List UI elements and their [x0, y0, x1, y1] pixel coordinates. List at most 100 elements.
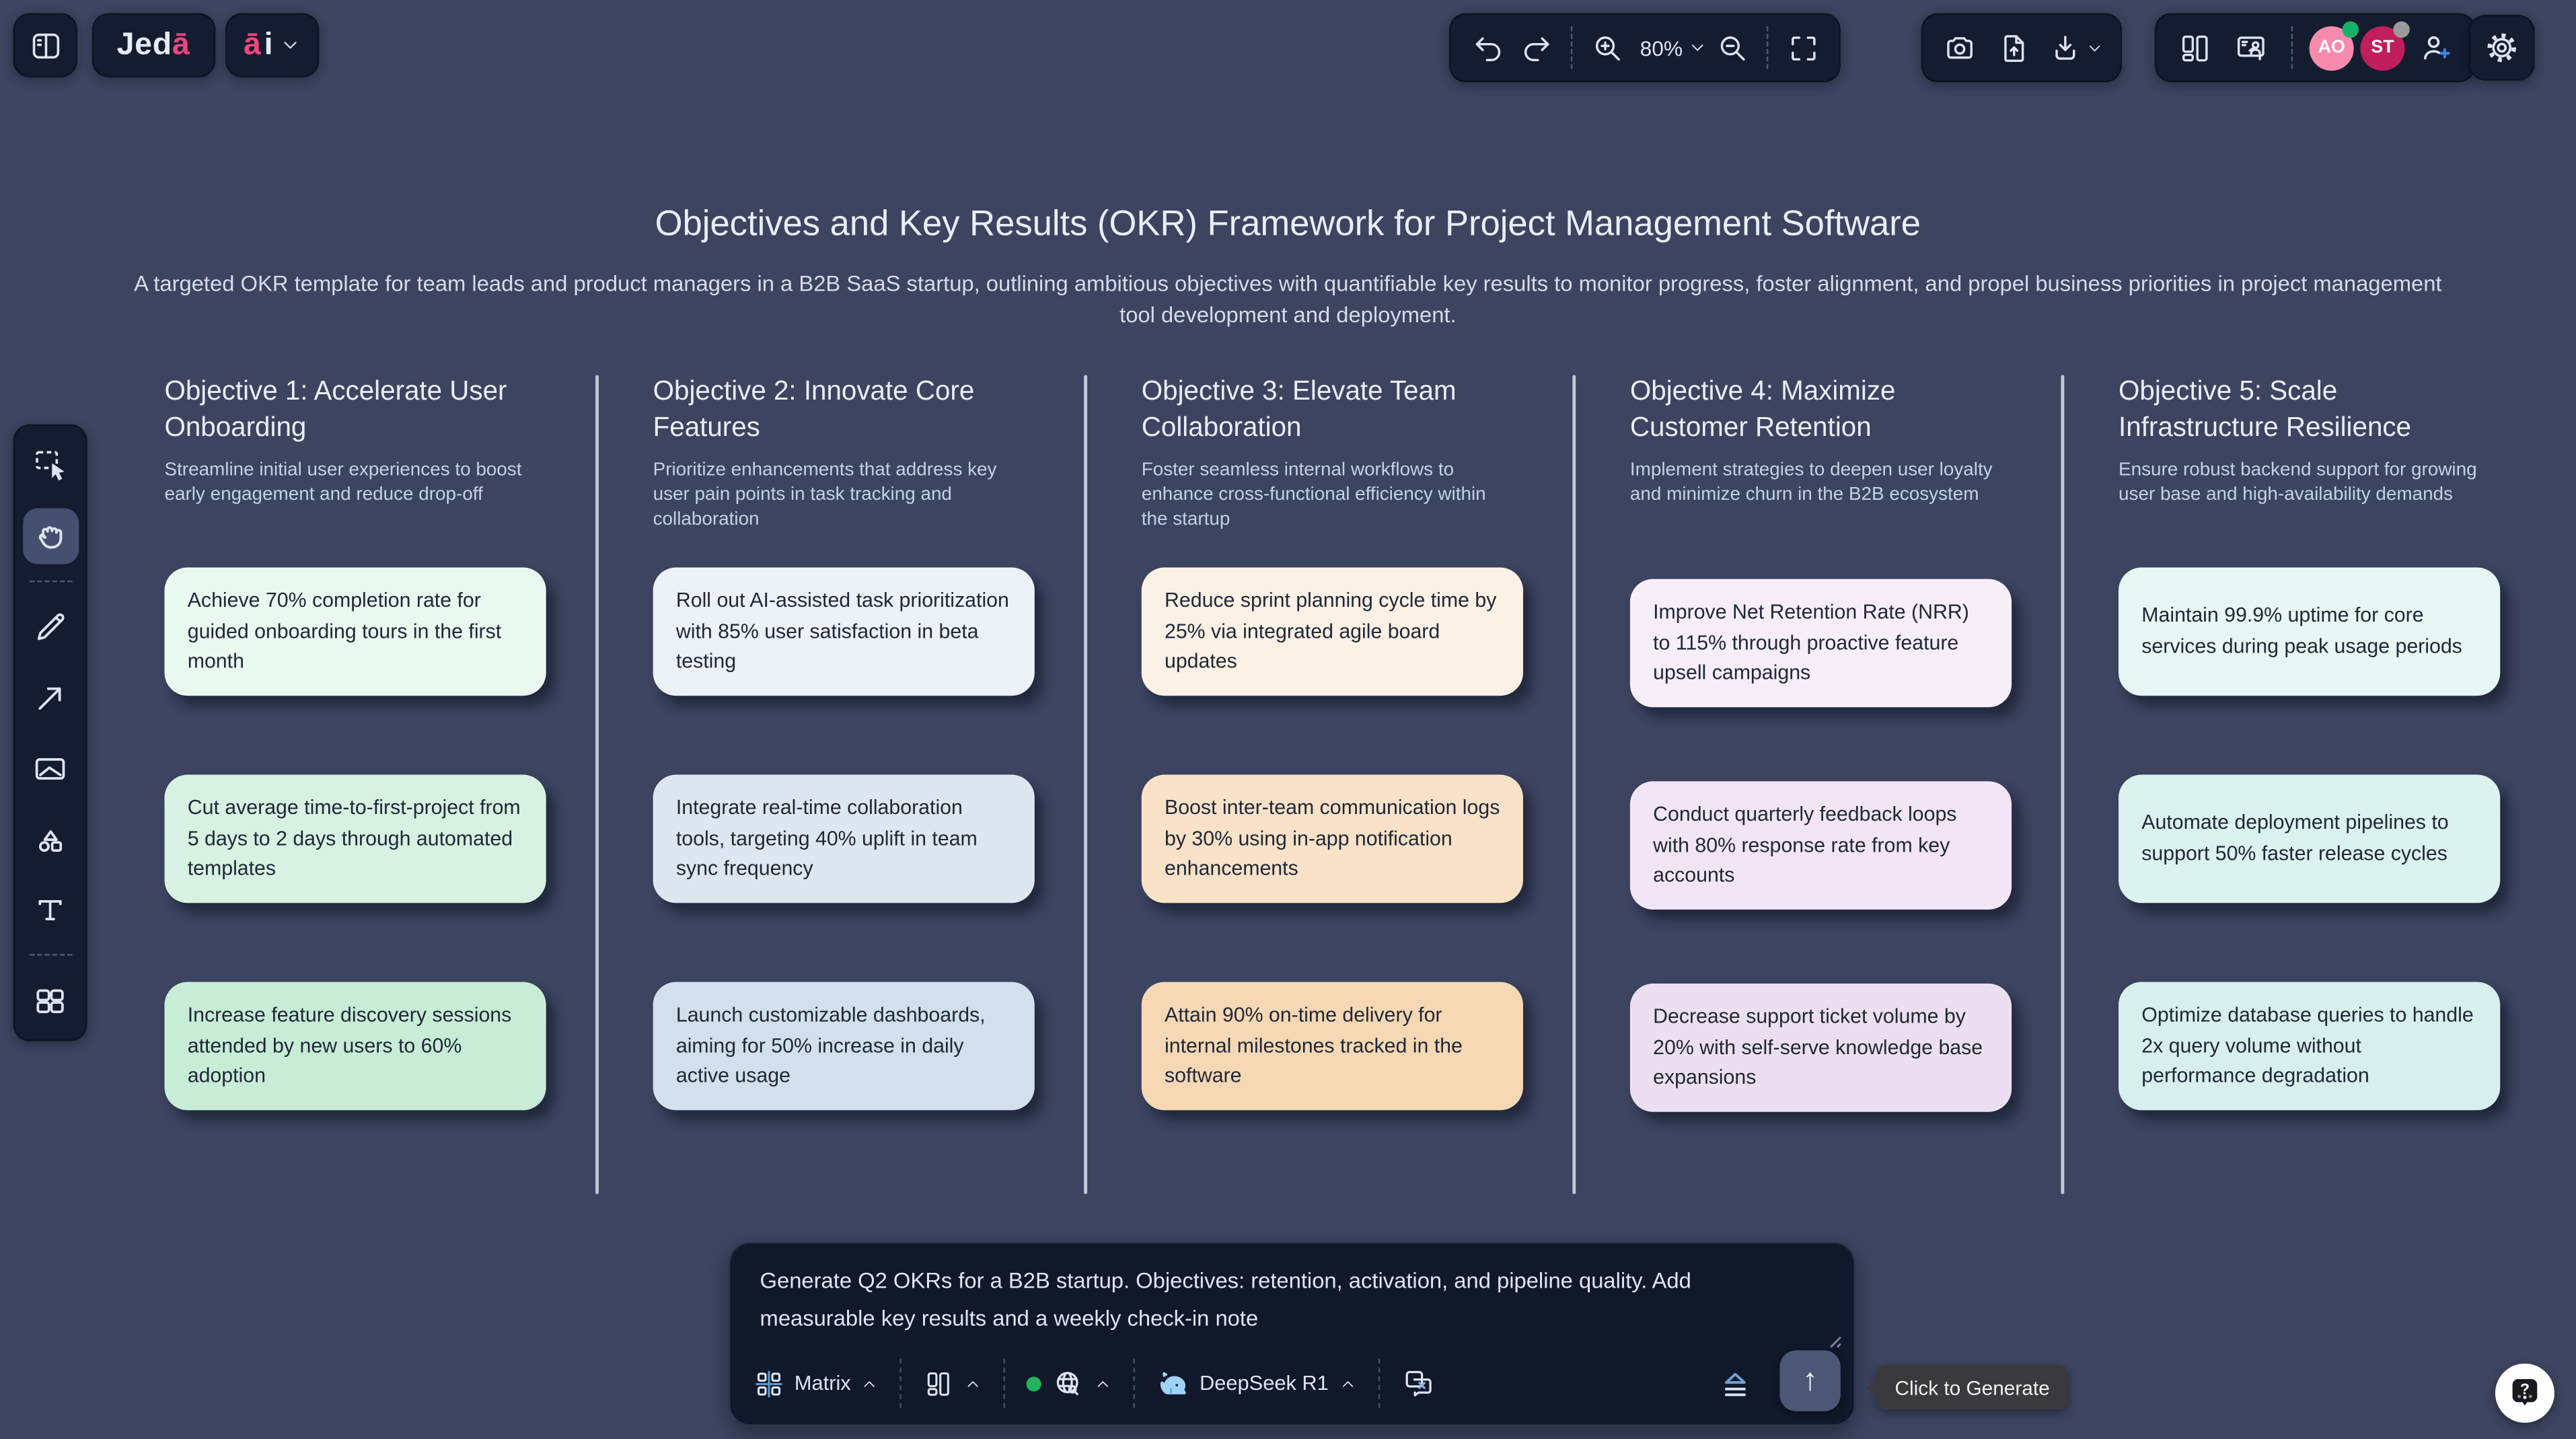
divider [1378, 1358, 1380, 1408]
chevron-down-icon [279, 34, 301, 56]
zoom-level-dropdown[interactable]: 80% [1631, 36, 1707, 60]
chevron-down-icon [1688, 38, 1707, 57]
import-file-button[interactable] [1989, 23, 2038, 72]
ai-menu-accent: ā [243, 27, 261, 62]
prompt-controls: Matrix DeepSeek R1 [750, 1354, 1696, 1413]
key-result-card[interactable]: Cut average time-to-first-project from 5… [164, 774, 546, 903]
key-result-card[interactable]: Integrate real-time collaboration tools,… [653, 774, 1035, 903]
generate-tooltip: Click to Generate [1866, 1365, 2068, 1410]
model-selector[interactable]: DeepSeek R1 [1154, 1362, 1360, 1405]
online-status-dot [2342, 20, 2359, 38]
objective-title[interactable]: Objective 4: Maximize Customer Retention [1629, 376, 1896, 443]
up-arrow-icon: ↑ [1802, 1362, 1818, 1397]
settings-button[interactable] [2468, 15, 2535, 81]
collapse-prompt-button[interactable] [1716, 1365, 1755, 1401]
objective-title[interactable]: Objective 5: Scale Infrastructure Resili… [2119, 376, 2412, 443]
deepseek-whale-icon [1156, 1368, 1189, 1398]
key-result-card[interactable]: Boost inter-team communication logs by 3… [1141, 774, 1523, 903]
shapes-tool[interactable] [22, 811, 78, 866]
key-result-card[interactable]: Conduct quarterly feedback loops with 80… [1629, 781, 2012, 910]
image-tool[interactable] [22, 740, 78, 796]
chevron-up-icon [964, 1374, 982, 1393]
key-result-card[interactable]: Increase feature discovery sessions atte… [164, 982, 546, 1111]
avatar-initials: ST [2371, 38, 2394, 58]
hand-pan-tool[interactable] [22, 508, 79, 564]
resize-handle[interactable] [1826, 1332, 1842, 1348]
template-selector[interactable]: Matrix [750, 1361, 882, 1405]
tools-sidebar [13, 424, 87, 1041]
zoom-out-button[interactable] [1707, 23, 1757, 72]
model-label: DeepSeek R1 [1200, 1372, 1329, 1395]
present-mode-button[interactable] [2225, 23, 2275, 72]
gear-icon [2484, 30, 2520, 66]
boards-layout-button[interactable] [2170, 23, 2219, 72]
divider [2291, 26, 2293, 69]
add-collaborator-button[interactable] [2411, 23, 2460, 72]
web-globe-icon [1052, 1367, 1084, 1400]
key-result-card[interactable]: Launch customizable dashboards, aiming f… [653, 982, 1035, 1111]
collaborator-avatar-st[interactable]: ST [2360, 20, 2410, 70]
chat-translate-button[interactable] [1397, 1360, 1437, 1406]
divider [1004, 1358, 1006, 1408]
objective-title[interactable]: Objective 3: Elevate Team Collaboration [1141, 376, 1457, 443]
key-result-card[interactable]: Optimize database queries to handle 2x q… [2119, 982, 2501, 1111]
help-button[interactable]: ? [2495, 1363, 2554, 1423]
web-access-selector[interactable] [1023, 1360, 1115, 1406]
objective-description[interactable]: Prioritize enhancements that address key… [653, 459, 997, 531]
redo-button[interactable] [1512, 23, 1561, 72]
sidebar-toggle-button[interactable] [13, 13, 77, 77]
divider [28, 954, 72, 956]
chevron-up-icon [1095, 1374, 1113, 1393]
objective-title[interactable]: Objective 1: Accelerate User Onboarding [164, 376, 507, 443]
zoom-in-button[interactable] [1582, 23, 1631, 72]
key-result-card[interactable]: Attain 90% on-time delivery for internal… [1141, 982, 1523, 1111]
okr-column: Objective 5: Scale Infrastructure Resili… [2119, 375, 2513, 1197]
objective-header: Objective 5: Scale Infrastructure Resili… [2119, 375, 2513, 567]
objective-description[interactable]: Streamline initial user experiences to b… [164, 459, 522, 505]
text-tool[interactable] [22, 881, 78, 937]
ai-menu-text: i [264, 27, 273, 62]
pen-tool[interactable] [22, 599, 78, 655]
capture-export-toolbar [1921, 13, 2122, 83]
objective-title[interactable]: Objective 2: Innovate Core Features [653, 376, 975, 443]
key-result-card[interactable]: Reduce sprint planning cycle time by 25%… [1141, 567, 1523, 696]
divider [28, 581, 72, 583]
key-result-card[interactable]: Improve Net Retention Rate (NRR) to 115%… [1629, 579, 2012, 708]
prompt-input[interactable]: Generate Q2 OKRs for a B2B startup. Obje… [760, 1268, 1691, 1332]
key-result-card[interactable]: Decrease support ticket volume by 20% wi… [1629, 984, 2012, 1112]
objective-description[interactable]: Foster seamless internal workflows to en… [1141, 459, 1486, 531]
key-result-card[interactable]: Automate deployment pipelines to support… [2119, 774, 2501, 903]
screenshot-camera-button[interactable] [1934, 23, 1983, 72]
export-download-button[interactable] [2043, 23, 2109, 72]
fit-screen-button[interactable] [1778, 23, 1827, 72]
chat-translate-icon [1401, 1367, 1434, 1400]
collaborator-avatar-ao[interactable]: AO [2309, 20, 2359, 70]
layout-selector[interactable] [920, 1361, 986, 1405]
key-result-card[interactable]: Maintain 99.9% uptime for core services … [2119, 567, 2501, 696]
key-result-card[interactable]: Roll out AI-assisted task prioritization… [653, 567, 1035, 696]
generate-submit-button[interactable]: ↑ [1779, 1350, 1841, 1411]
undo-button[interactable] [1463, 23, 1512, 72]
tooltip-text: Click to Generate [1894, 1376, 2050, 1399]
select-tool[interactable] [22, 437, 78, 493]
board-title[interactable]: Objectives and Key Results (OKR) Framewo… [655, 204, 1921, 244]
board-subtitle[interactable]: A targeted OKR template for team leads a… [134, 271, 2442, 328]
svg-text:?: ? [2520, 1380, 2530, 1397]
objective-description[interactable]: Ensure robust backend support for growin… [2119, 459, 2477, 505]
key-result-card[interactable]: Achieve 70% completion rate for guided o… [164, 567, 546, 696]
divider [900, 1358, 902, 1408]
templates-tool[interactable] [22, 972, 78, 1028]
web-access-on-dot [1027, 1376, 1042, 1391]
away-status-dot [2393, 20, 2410, 38]
objective-description[interactable]: Implement strategies to deepen user loya… [1629, 459, 1993, 505]
arrow-tool[interactable] [22, 669, 78, 725]
